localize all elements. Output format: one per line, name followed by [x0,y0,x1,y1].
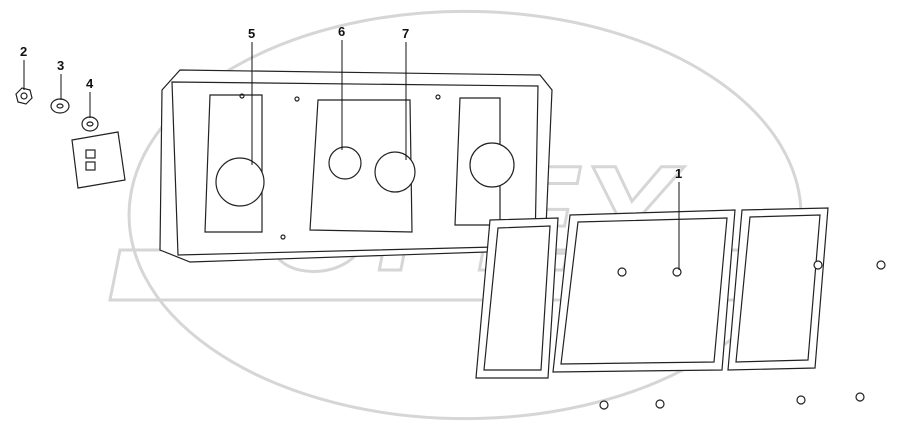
spacer [81,116,99,132]
callout-label: 6 [338,24,345,39]
cover-plates [475,207,829,379]
callout-1: 1 [675,166,682,270]
callout-6: 6 [338,24,345,150]
callout-2: 2 [20,44,27,90]
screws [599,260,886,410]
callout-label: 7 [402,26,409,41]
connector [71,131,126,189]
callout-3: 3 [57,58,64,100]
callout-label: 1 [675,166,682,181]
callout-label: 3 [57,58,64,73]
callout-label: 5 [248,26,255,41]
callout-4: 4 [86,76,94,118]
callout-label: 2 [20,44,27,59]
nut [15,87,33,105]
callout-7: 7 [402,26,409,160]
washer [50,98,70,114]
callout-5: 5 [248,26,255,165]
callout-label: 4 [86,76,94,91]
